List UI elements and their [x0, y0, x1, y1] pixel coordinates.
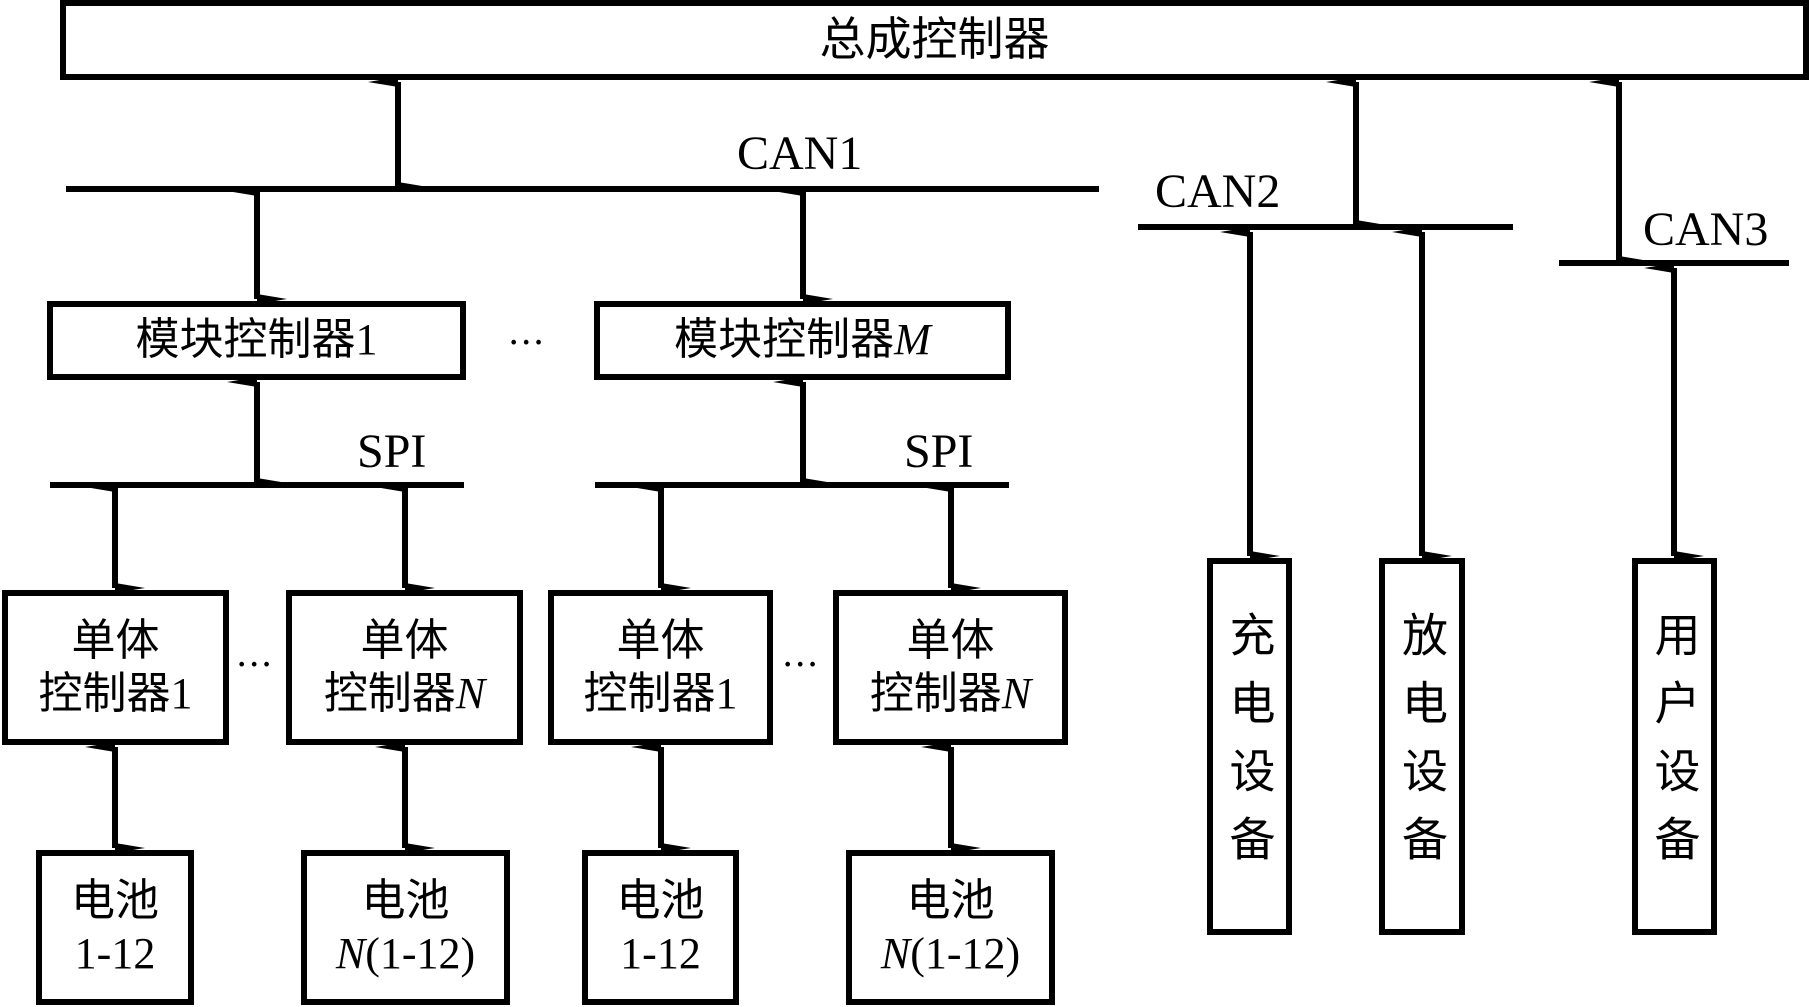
battery-1-group-1: 电池 1-12: [36, 850, 194, 1005]
module-controller-index: 1: [355, 315, 378, 365]
module-ellipsis: ···: [508, 323, 546, 364]
battery-range: 1-12: [620, 928, 701, 978]
cell-controller-index: N: [455, 668, 486, 718]
module-controller-label: 模块控制器: [674, 314, 895, 366]
battery-label: 电池: [616, 874, 705, 926]
module-controller-label: 模块控制器: [135, 314, 356, 366]
cell-controller-n-group-1: 单体 控制器N: [286, 590, 523, 745]
cell-controller-1-group-2: 单体 控制器1: [548, 590, 773, 745]
master-controller-label: 总成控制器: [819, 12, 1050, 67]
battery-range: 1-12: [74, 928, 156, 978]
battery-range: (1-12): [365, 928, 476, 978]
module-controller-m: 模块控制器M: [594, 301, 1011, 380]
cell-controller-index: 1: [170, 668, 193, 718]
battery-n-group-2: 电池 N(1-12): [846, 850, 1055, 1005]
cell-controller-index: 1: [715, 668, 738, 718]
user-device-label: 用户设备: [1647, 610, 1702, 883]
cell-controller-line1: 单体: [906, 614, 995, 666]
cell-controller-1-group-1: 单体 控制器1: [2, 590, 229, 745]
battery-range: (1-12): [910, 928, 1021, 978]
cell-controller-line1: 单体: [616, 614, 705, 666]
cell-ellipsis-1: ···: [236, 645, 274, 686]
cell-controller-line1: 单体: [360, 614, 449, 666]
user-device-box: 用户设备: [1632, 558, 1717, 935]
discharging-device-label: 放电设备: [1395, 610, 1449, 883]
module-controller-1: 模块控制器1: [47, 301, 466, 380]
battery-prefix: N: [880, 928, 911, 978]
cell-controller-line2: 控制器: [38, 667, 171, 719]
battery-label: 电池: [361, 874, 450, 926]
cell-controller-line1: 单体: [71, 614, 160, 666]
battery-label: 电池: [71, 874, 159, 926]
cell-controller-index: N: [1001, 668, 1032, 718]
charging-device-box: 充电设备: [1207, 558, 1292, 935]
discharging-device-box: 放电设备: [1379, 558, 1465, 935]
battery-prefix: N: [335, 928, 366, 978]
spi-label-2: SPI: [904, 425, 974, 478]
module-controller-index: M: [894, 315, 931, 365]
can1-label: CAN1: [737, 127, 863, 180]
master-controller-box: 总成控制器: [60, 0, 1809, 80]
cell-controller-line2: 控制器: [323, 667, 456, 719]
can3-label: CAN3: [1643, 203, 1769, 256]
battery-n-group-1: 电池 N(1-12): [301, 850, 510, 1005]
cell-controller-n-group-2: 单体 控制器N: [833, 590, 1068, 745]
battery-1-group-2: 电池 1-12: [582, 850, 739, 1005]
cell-controller-line2: 控制器: [583, 667, 716, 719]
spi-label-1: SPI: [357, 425, 427, 478]
cell-ellipsis-2: ···: [782, 645, 820, 686]
can2-label: CAN2: [1155, 165, 1281, 218]
cell-controller-line2: 控制器: [869, 667, 1002, 719]
charging-device-label: 充电设备: [1222, 610, 1277, 883]
battery-label: 电池: [906, 874, 995, 926]
